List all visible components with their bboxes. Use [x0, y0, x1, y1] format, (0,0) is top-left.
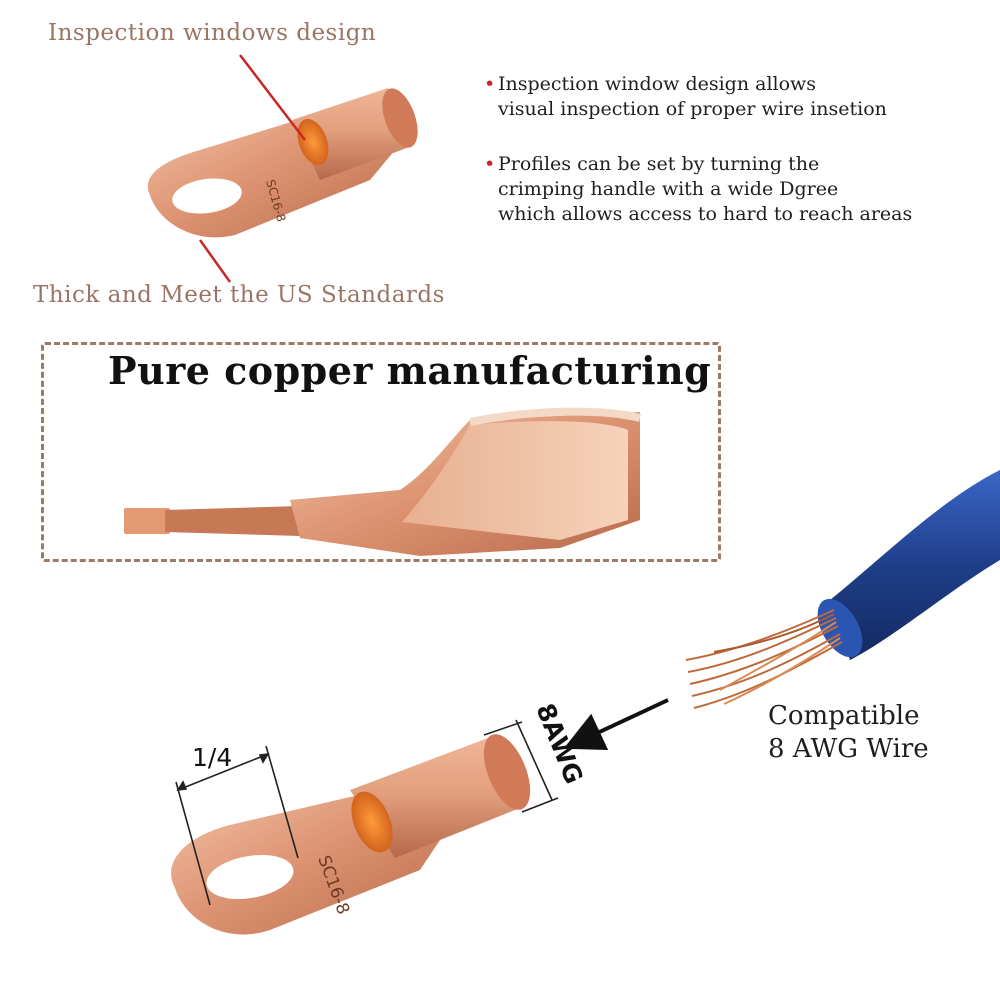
cutaway-lug-illustration — [124, 407, 641, 556]
compatible-line-1: Compatible — [768, 701, 920, 731]
thick-standards-caption: Thick and Meet the US Standards — [33, 282, 445, 308]
bullet-line: Profiles can be set by turning the — [498, 153, 820, 175]
bullet-inspection-window: • Inspection window design allows visual… — [484, 72, 954, 122]
compatible-line-2: 8 AWG Wire — [768, 734, 929, 764]
bullet-line: visual inspection of proper wire insetio… — [498, 98, 887, 120]
blue-wire — [685, 470, 1000, 709]
bullet-dot: • — [484, 73, 496, 95]
bullet-line: Inspection window design allows — [498, 73, 817, 95]
bullet-profiles: • Profiles can be set by turning the cri… — [484, 152, 954, 227]
inspection-pointer-line — [239, 54, 306, 141]
wire-gauge-label: 8AWG — [530, 699, 588, 787]
banner-title: Pure copper manufacturing — [108, 348, 712, 393]
thickness-pointer-line — [198, 239, 232, 283]
compatible-wire-label: Compatible 8 AWG Wire — [768, 700, 929, 766]
copper-banner-frame — [41, 342, 721, 562]
inspection-windows-caption: Inspection windows design — [48, 20, 377, 46]
bullet-line: crimping handle with a wide Dgree — [498, 178, 839, 200]
stud-dimension — [175, 745, 299, 906]
bullet-dot: • — [484, 153, 496, 175]
stud-size-label: 1/4 — [192, 743, 232, 772]
feature-bullet-list: • Inspection window design allows visual… — [484, 72, 954, 257]
top-copper-lug: SC16-8 — [147, 88, 418, 238]
copper-strands — [685, 609, 843, 709]
bullet-line: which allows access to hard to reach are… — [498, 203, 913, 225]
bottom-copper-lug: SC16-8 — [171, 734, 531, 935]
insertion-arrow — [563, 698, 669, 750]
gauge-dimension — [483, 719, 559, 813]
